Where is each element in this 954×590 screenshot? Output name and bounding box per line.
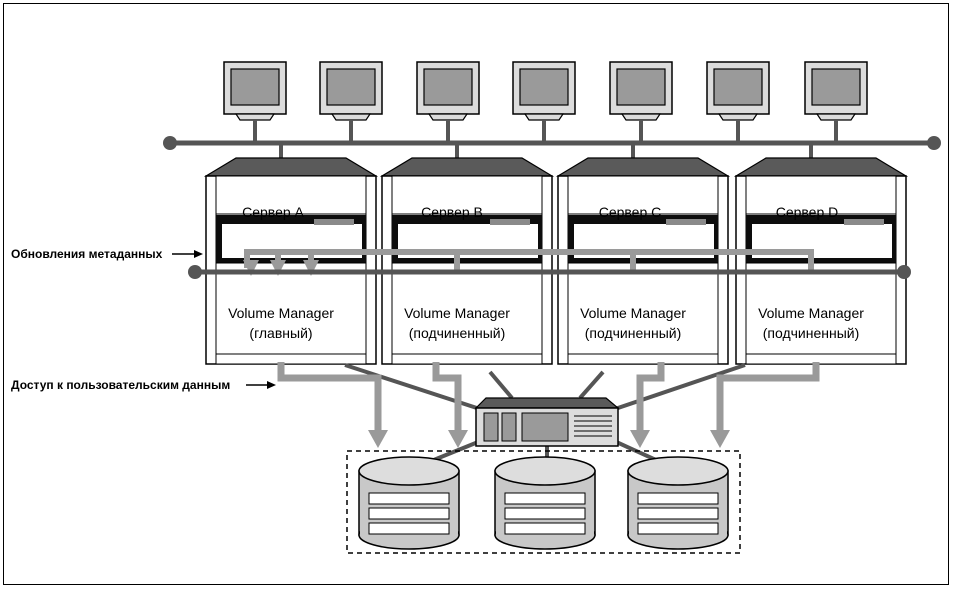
- user-data-access-paths: [277, 362, 820, 448]
- workstation-icon-1: [223, 61, 287, 143]
- workstation-icon-7: [804, 61, 868, 143]
- middle-bus-end-right: [897, 265, 911, 279]
- server-c-vm-role: (подчиненный): [585, 325, 682, 341]
- data-arrow-b: [448, 430, 468, 448]
- server-c-name: Сервер C: [599, 204, 662, 220]
- server-d-name: Сервер D: [776, 204, 839, 220]
- top-bus-end-right: [927, 136, 941, 150]
- workstation-icon-6: [706, 61, 770, 143]
- data-arrow-c: [630, 430, 650, 448]
- server-d-vm-role: (подчиненный): [763, 325, 860, 341]
- san-switch: [474, 397, 620, 447]
- data-arrow-a: [368, 430, 388, 448]
- server-b-name: Сервер B: [421, 204, 483, 220]
- middle-bus-end-left: [188, 265, 202, 279]
- workstation-icon-5: [609, 61, 673, 143]
- workstation-icon-3: [416, 61, 480, 143]
- server-a-name: Сервер A: [242, 204, 304, 220]
- server-c-vm-title: Volume Manager: [580, 305, 686, 321]
- metadata-arrow-2: [270, 260, 286, 276]
- workstation-icon-2: [319, 61, 383, 143]
- server-d-vm-title: Volume Manager: [758, 305, 864, 321]
- workstation-icon-4: [512, 61, 576, 143]
- server-b-vm-title: Volume Manager: [404, 305, 510, 321]
- disk-array-2: [494, 456, 596, 550]
- workstations: [223, 61, 868, 143]
- disk-array-1: [358, 456, 460, 550]
- metadata-update-path: [243, 249, 814, 276]
- data-access-label-arrow: [267, 381, 276, 389]
- storage-pool-boundary: [346, 450, 741, 554]
- server-a-vm-title: Volume Manager: [228, 305, 334, 321]
- top-bus-end-left: [163, 136, 177, 150]
- disk-array-3: [627, 456, 729, 550]
- data-arrow-d: [710, 430, 730, 448]
- server-a-vm-role: (главный): [249, 325, 312, 341]
- metadata-arrow-3: [303, 260, 319, 276]
- metadata-label-arrow: [194, 250, 203, 258]
- frame-border: [3, 3, 949, 585]
- metadata-arrow-1: [243, 260, 259, 276]
- server-b-vm-role: (подчиненный): [409, 325, 506, 341]
- user-data-access-label: Доступ к пользовательским данным: [11, 378, 230, 392]
- metadata-updates-label: Обновления метаданных: [11, 247, 163, 261]
